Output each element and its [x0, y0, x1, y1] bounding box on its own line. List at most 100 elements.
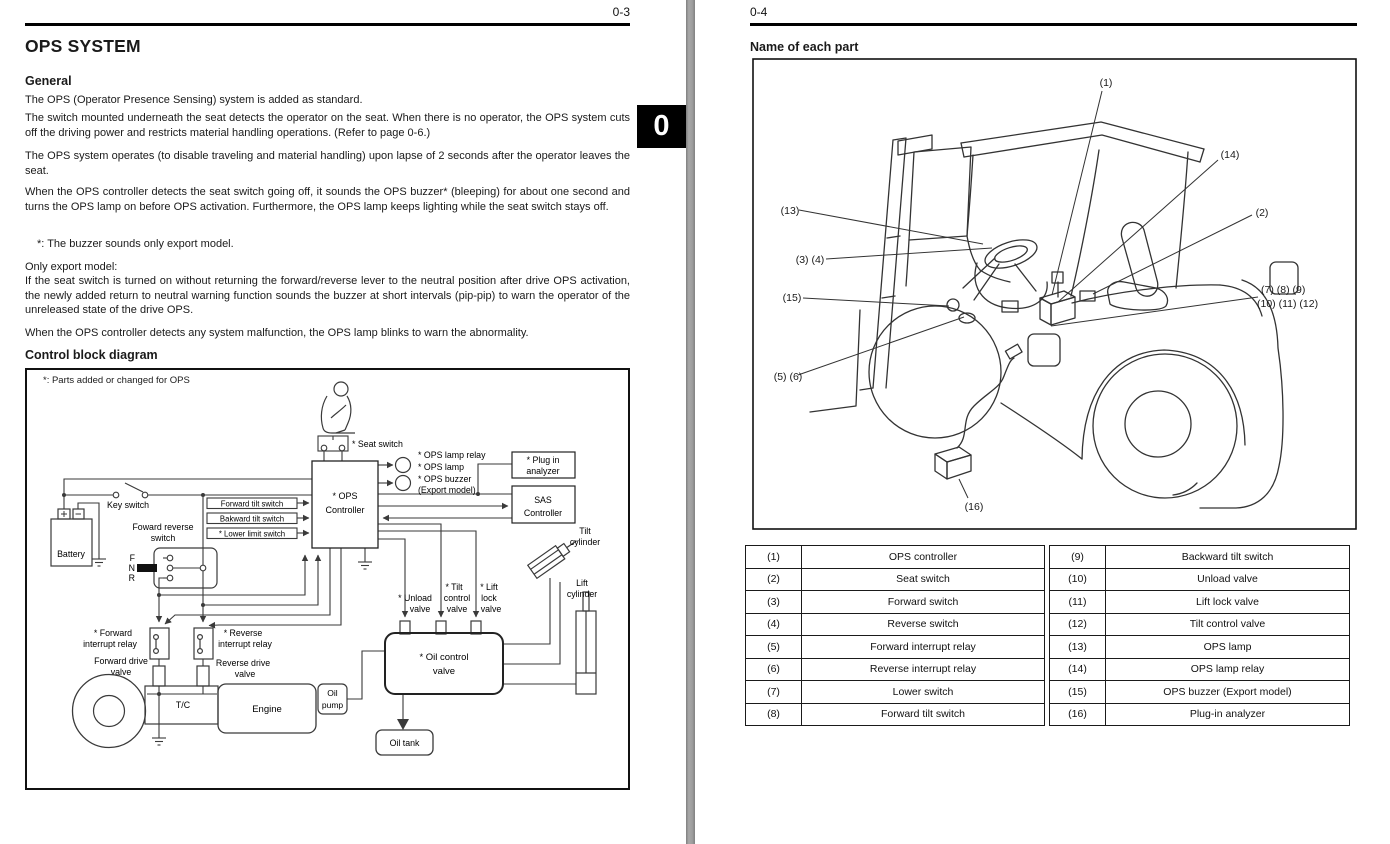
callout-3-4: (3) (4): [796, 254, 825, 266]
part-name: Forward tilt switch: [801, 702, 1045, 726]
part-name: Backward tilt switch: [1105, 545, 1350, 569]
battery-symbol: [50, 508, 93, 567]
paragraph-1: The OPS (Operator Presence Sensing) syst…: [25, 94, 363, 106]
key-switch-contact-2: [141, 491, 149, 499]
bakward-tilt-switch-label: Bakward tilt switch: [220, 515, 284, 524]
sas-label-1: SAS: [534, 495, 552, 505]
part-name: Lift lock valve: [1105, 590, 1350, 614]
part-no: (8): [745, 702, 802, 726]
fr-label-r: R: [129, 573, 135, 583]
general-heading: General: [25, 74, 72, 88]
manual-page-right: 0-4 Name of each part: [695, 0, 1390, 844]
ops-lamp-relay-label: * OPS lamp relay: [418, 450, 486, 460]
fr-label-n: N: [129, 563, 135, 573]
ops-buzzer-symbol: [394, 474, 412, 492]
page-title: OPS SYSTEM: [25, 36, 141, 56]
part-name: Reverse interrupt relay: [801, 657, 1045, 681]
part-name: Plug-in analyzer: [1105, 702, 1350, 726]
table-row: (3)Forward switch: [745, 590, 1045, 614]
page-number-right: 0-4: [750, 5, 768, 19]
paragraph-4: When the OPS controller detects the seat…: [25, 186, 630, 213]
fr-switch-label-2: switch: [151, 533, 176, 543]
rev-relay-label-2: interrupt relay: [218, 639, 272, 649]
oil-tank-box: [375, 729, 434, 756]
callout-14: (14): [1221, 149, 1240, 161]
table-row: (1)OPS controller: [745, 545, 1045, 569]
fr-lever: [137, 564, 157, 572]
parts-table-right: (9)Backward tilt switch (10)Unload valve…: [1049, 545, 1350, 726]
oil-control-valve-box: [384, 632, 504, 695]
unload-valve-label-2: valve: [410, 604, 431, 614]
sas-label-2: Controller: [524, 508, 562, 518]
fr-contact-r: [166, 574, 174, 582]
fwd-drive-label-1: Forward drive: [94, 656, 148, 666]
part-no: (10): [1049, 567, 1106, 591]
table-row: (2)Seat switch: [745, 567, 1045, 591]
part-no: (5): [745, 635, 802, 659]
key-switch-contact-1: [112, 491, 120, 499]
page-gutter: [686, 0, 695, 844]
callout-2: (2): [1256, 207, 1269, 219]
junction-dots: [62, 492, 480, 696]
lower-limit-switch-label: * Lower limit switch: [219, 530, 285, 539]
diagram-heading: Control block diagram: [25, 348, 158, 362]
engine-label: Engine: [252, 704, 282, 715]
diagram-wires: [63, 451, 576, 746]
part-no: (11): [1049, 590, 1106, 614]
oil-control-valve-label-2: valve: [433, 666, 455, 677]
manual-page-left: 0-3 OPS SYSTEM General The OPS (Operator…: [0, 0, 686, 844]
page-number-left: 0-3: [612, 5, 630, 19]
interrupt-relays: [149, 627, 214, 687]
oil-tank-label: Oil tank: [390, 738, 420, 748]
part-no: (2): [745, 567, 802, 591]
paragraph-2: The switch mounted underneath the seat d…: [25, 112, 630, 139]
tank-arrow: [397, 719, 409, 730]
lift-lock-valve-label-2: lock: [481, 593, 497, 603]
unload-valve-label-1: * Unload: [398, 593, 432, 603]
callout-5-6: (5) (6): [774, 371, 803, 383]
torque-converter-outer: [71, 673, 147, 749]
ops-lamp-label: * OPS lamp: [418, 462, 464, 472]
section-tab-0: 0: [637, 105, 686, 148]
part-name: OPS lamp relay: [1105, 657, 1350, 681]
part-name: Tilt control valve: [1105, 612, 1350, 636]
ops-controller-label-1: * OPS: [332, 491, 357, 501]
diagram-border: [25, 368, 630, 790]
part-no: (6): [745, 657, 802, 681]
diagram-note: *: Parts added or changed for OPS: [43, 375, 190, 386]
paragraph-3: The OPS system operates (to disable trav…: [25, 150, 630, 177]
part-name: OPS lamp: [1105, 635, 1350, 659]
table-row: (4)Reverse switch: [745, 612, 1045, 636]
forklift-figure: (1) (14) (13) (3) (4) (2) (15) (7) (8) (…: [752, 58, 1357, 530]
part-name: Forward switch: [801, 590, 1045, 614]
fwd-relay-label-2: interrupt relay: [83, 639, 137, 649]
lift-lock-valve-label-3: valve: [481, 604, 502, 614]
callout-7-8-9: (7) (8) (9): [1261, 284, 1305, 296]
fr-switch-label-1: Foward reverse: [132, 522, 193, 532]
ops-controller-box: [311, 460, 379, 549]
rev-relay-label-1: * Reverse: [224, 628, 263, 638]
part-name: OPS buzzer (Export model): [1105, 680, 1350, 704]
table-row: (9)Backward tilt switch: [1049, 545, 1350, 569]
oil-pump-label-1: Oil: [327, 688, 338, 698]
lift-cylinder-label-1: Lift: [576, 578, 588, 588]
buzzer-note: *: The buzzer sounds only export model.: [37, 238, 234, 250]
table-row: (13)OPS lamp: [1049, 635, 1350, 659]
plug-in-analyzer-box: [511, 451, 576, 479]
paragraph-5: If the seat switch is turned on without …: [25, 275, 630, 317]
rev-drive-label-1: Reverse drive: [216, 658, 270, 668]
part-name: Forward interrupt relay: [801, 635, 1045, 659]
oil-pump-box: [317, 683, 348, 715]
part-no: (14): [1049, 657, 1106, 681]
fwd-drive-label-2: valve: [111, 667, 132, 677]
key-switch-label: Key switch: [107, 500, 149, 510]
table-row: (8)Forward tilt switch: [745, 702, 1045, 726]
table-row: (7)Lower switch: [745, 680, 1045, 704]
input-switch-boxes: [206, 497, 310, 540]
tilt-cylinder-label-2: cylinder: [570, 537, 600, 547]
tilt-control-valve-label-2: control: [444, 593, 470, 603]
part-name: Reverse switch: [801, 612, 1045, 636]
part-no: (7): [745, 680, 802, 704]
table-row: (14)OPS lamp relay: [1049, 657, 1350, 681]
part-no: (3): [745, 590, 802, 614]
